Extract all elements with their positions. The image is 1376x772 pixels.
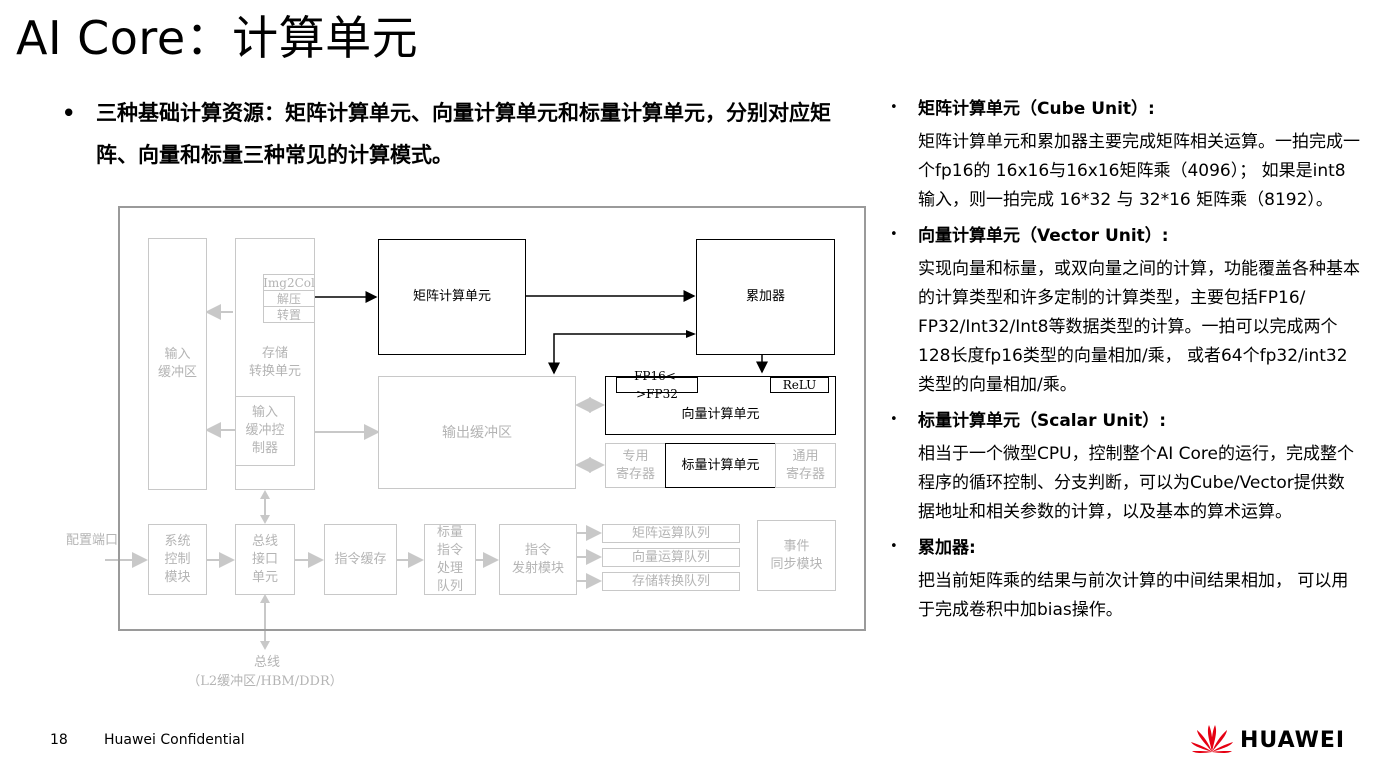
- section-body: 矩阵计算单元和累加器主要完成矩阵相关运算。一拍完成一个fp16的 16x16与1…: [918, 132, 1360, 210]
- input-buffer: 输入 缓冲区: [148, 238, 207, 490]
- special-register: 专用 寄存器: [605, 443, 666, 488]
- matrix-op-queue: 矩阵运算队列: [602, 524, 740, 543]
- bullet: •: [890, 412, 898, 427]
- section-body: 把当前矩阵乘的结果与前次计算的中间结果相加， 可以用于完成卷积中加bias操作。: [918, 571, 1349, 620]
- matrix-compute-label: 矩阵计算单元: [412, 289, 491, 304]
- section-heading: 标量计算单元（Scalar Unit）:: [918, 411, 1167, 431]
- unit-descriptions: • 矩阵计算单元（Cube Unit）: 矩阵计算单元和累加器主要完成矩阵相关运…: [890, 94, 1360, 631]
- section-body: 相当于一个微型CPU，控制整个AI Core的运行，完成整个程序的循环控制、分支…: [918, 444, 1354, 522]
- output-buffer-label: 输出缓冲区: [442, 424, 512, 441]
- storage-conversion-queue: 存储转换队列: [602, 572, 740, 591]
- section-accumulator: • 累加器: 把当前矩阵乘的结果与前次计算的中间结果相加， 可以用于完成卷积中加…: [890, 533, 1360, 625]
- bullet: •: [890, 227, 898, 242]
- instruction-cache: 指令缓存: [324, 524, 397, 595]
- bus-sublabel: （L2缓冲区/HBM/DDR）: [187, 674, 343, 689]
- accumulator-box: 累加器: [696, 239, 835, 355]
- fp16-fp32-box: FP16<->FP32: [616, 369, 698, 401]
- ai-core-diagram: 输入 缓冲区 存储 转换单元 Img2Col 解压 转置 输入 缓冲控 制器 矩…: [65, 206, 866, 689]
- system-control-module: 系统 控制 模块: [148, 524, 207, 595]
- transpose-box: 转置: [263, 306, 315, 323]
- matrix-compute-unit: 矩阵计算单元: [378, 239, 526, 355]
- storage-conversion-queue-label: 存储转换队列: [631, 573, 710, 589]
- accumulator-label: 累加器: [745, 289, 785, 304]
- section-heading: 累加器:: [918, 538, 976, 558]
- relu-label: ReLU: [782, 378, 817, 392]
- vector-op-queue-label: 向量运算队列: [631, 549, 710, 565]
- bullet: •: [890, 100, 898, 115]
- page-number: 18: [50, 732, 68, 748]
- vector-op-queue: 向量运算队列: [602, 548, 740, 567]
- output-buffer: 输出缓冲区: [378, 376, 576, 489]
- system-control-label: 系统 控制 模块: [164, 533, 191, 585]
- img2col-label: Img2Col: [263, 275, 315, 290]
- scalar-instruction-queue: 标量 指令 处理 队列: [424, 524, 476, 595]
- input-buffer-label: 输入 缓冲区: [157, 347, 197, 380]
- input-buffer-controller-label: 输入 缓冲控 制器: [245, 405, 285, 456]
- brand-wordmark: HUAWEI: [1240, 728, 1346, 753]
- storage-conversion-label: 存储 转换单元: [248, 346, 301, 379]
- section-heading: 矩阵计算单元（Cube Unit）:: [918, 99, 1155, 119]
- scalar-compute-unit: 标量计算单元: [665, 443, 776, 488]
- relu-box: ReLU: [770, 377, 829, 393]
- page-title: AI Core：计算单元: [16, 11, 419, 65]
- huawei-logo-icon: [1191, 725, 1233, 753]
- bus-interface-label: 总线 接口 单元: [251, 533, 278, 585]
- instruction-issue-module: 指令 发射模块: [499, 524, 577, 595]
- event-sync-module: 事件 同步模块: [757, 520, 836, 591]
- lead-paragraph: • 三种基础计算资源：矩阵计算单元、向量计算单元和标量计算单元，分别对应矩阵、向…: [62, 92, 862, 176]
- img2col-box: Img2Col: [263, 274, 315, 291]
- decompress-box: 解压: [263, 290, 315, 307]
- general-register: 通用 寄存器: [775, 443, 836, 488]
- section-vector-unit: • 向量计算单元（Vector Unit）: 实现向量和标量，或双向量之间的计算…: [890, 221, 1360, 400]
- bullet: •: [890, 539, 898, 554]
- section-cube-unit: • 矩阵计算单元（Cube Unit）: 矩阵计算单元和累加器主要完成矩阵相关运…: [890, 94, 1360, 215]
- decompress-label: 解压: [276, 291, 301, 306]
- section-scalar-unit: • 标量计算单元（Scalar Unit）: 相当于一个微型CPU，控制整个AI…: [890, 406, 1360, 527]
- config-port-label: 配置端口: [65, 533, 118, 548]
- input-buffer-controller: 输入 缓冲控 制器: [235, 396, 295, 466]
- instruction-issue-label: 指令 发射模块: [511, 542, 564, 576]
- matrix-op-queue-label: 矩阵运算队列: [631, 525, 710, 541]
- transpose-label: 转置: [276, 307, 301, 322]
- scalar-compute-label: 标量计算单元: [681, 457, 760, 473]
- bus-interface-unit: 总线 接口 单元: [235, 524, 295, 595]
- lead-text: 三种基础计算资源：矩阵计算单元、向量计算单元和标量计算单元，分别对应矩阵、向量和…: [96, 101, 831, 167]
- confidential-label: Huawei Confidential: [104, 732, 245, 748]
- bullet: •: [62, 101, 76, 125]
- vector-compute-label: 向量计算单元: [681, 407, 760, 422]
- event-sync-label: 事件 同步模块: [770, 538, 823, 572]
- instruction-cache-label: 指令缓存: [334, 551, 387, 567]
- ai-core-frame: [118, 206, 866, 631]
- section-body: 实现向量和标量，或双向量之间的计算，功能覆盖各种基本的计算类型和许多定制的计算类…: [918, 259, 1360, 395]
- scalar-instruction-queue-label: 标量 指令 处理 队列: [436, 524, 463, 594]
- special-register-label: 专用 寄存器: [615, 448, 655, 482]
- fp16-fp32-label: FP16<->FP32: [634, 369, 680, 401]
- bus-label: 总线: [253, 655, 280, 670]
- general-register-label: 通用 寄存器: [785, 448, 825, 482]
- section-heading: 向量计算单元（Vector Unit）:: [918, 226, 1169, 246]
